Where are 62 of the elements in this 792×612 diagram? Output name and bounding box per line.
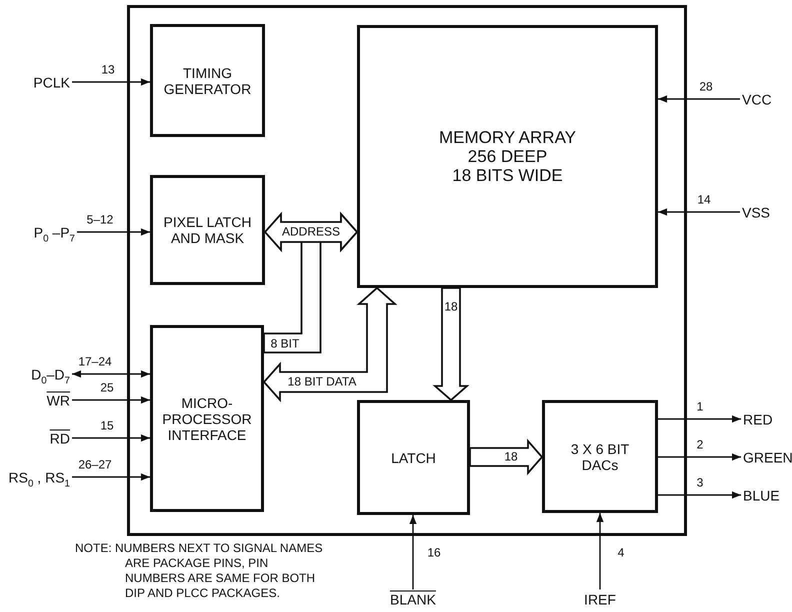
signal-arrow bbox=[658, 453, 741, 461]
pin-number: 26–27 bbox=[77, 458, 113, 472]
signal-arrow bbox=[409, 515, 417, 590]
bus-arrow bbox=[432, 287, 470, 402]
signal-name: IREF bbox=[584, 592, 616, 608]
pin-number: 13 bbox=[100, 64, 116, 76]
chip-outline bbox=[127, 5, 687, 536]
pin-number: 5–12 bbox=[86, 214, 114, 226]
signal-name: P$_{0}$ –P$_{7}$ bbox=[34, 224, 75, 242]
signal-arrow bbox=[72, 473, 150, 481]
pin-number: 1 bbox=[696, 400, 704, 414]
block-label: 18 BITS WIDE bbox=[452, 166, 563, 185]
signal-arrow bbox=[658, 208, 740, 216]
pin-number: 17–24 bbox=[77, 356, 113, 368]
pin-number: 14 bbox=[696, 194, 712, 206]
bus-arrow bbox=[469, 438, 544, 476]
block-label: TIMING GENERATOR bbox=[162, 64, 252, 96]
pin-number: 2 bbox=[696, 438, 704, 452]
pin-number: 16 bbox=[426, 546, 442, 560]
note-text: NOTE: NUMBERS NEXT TO SIGNAL NAMES ARE PACKAGE PINS, PIN NUMBERS ARE SAME FOR BOTH DIP AND PLCC PACKAGES. bbox=[75, 541, 324, 601]
bus-label: 18 bbox=[504, 450, 518, 464]
signal-arrow bbox=[72, 434, 150, 442]
signal-arrow bbox=[72, 370, 150, 378]
pin-number: 28 bbox=[698, 80, 714, 94]
signal-name: GREEN bbox=[743, 450, 792, 466]
signal-arrow bbox=[77, 228, 150, 236]
signal-name: PCLK bbox=[33, 74, 70, 92]
function-block bbox=[150, 24, 265, 137]
block-label: LATCH bbox=[391, 450, 436, 466]
signal-name: WR bbox=[46, 392, 70, 410]
function-block bbox=[542, 400, 658, 513]
signal-arrow bbox=[72, 396, 150, 404]
bus-label: ADDRESS bbox=[282, 226, 340, 238]
signal-name: VCC bbox=[742, 92, 772, 108]
bus-label: 18 bbox=[444, 300, 458, 314]
block-label: MICRO- PROCESSOR INTERFACE bbox=[161, 394, 253, 442]
bus-label: 18 BIT DATA bbox=[288, 376, 356, 388]
function-block bbox=[150, 175, 265, 285]
signal-arrow bbox=[596, 513, 604, 590]
signal-name: RED bbox=[743, 412, 773, 428]
signal-name: BLUE bbox=[743, 488, 780, 504]
pin-number: 4 bbox=[616, 546, 626, 560]
signal-name: BLANK bbox=[390, 592, 436, 608]
pin-number: 3 bbox=[696, 476, 704, 490]
signal-arrow bbox=[72, 78, 150, 86]
signal-name: D$_{0}$–D$_{7}$ bbox=[31, 366, 70, 384]
function-block bbox=[357, 400, 470, 515]
bus-label: 8 BIT bbox=[270, 338, 300, 350]
pin-number: 15 bbox=[99, 420, 115, 432]
signal-name: VSS bbox=[742, 204, 770, 222]
function-block bbox=[357, 25, 658, 288]
signal-arrow bbox=[658, 95, 740, 103]
signal-arrow bbox=[658, 491, 741, 499]
pin-number: 25 bbox=[99, 382, 115, 394]
signal-name: RD bbox=[50, 430, 70, 448]
signal-arrow bbox=[658, 415, 741, 423]
signal-name: RS$_{0}$ , RS$_{1}$ bbox=[8, 470, 70, 486]
block-label: MEMORY ARRAY bbox=[439, 128, 576, 147]
function-block bbox=[150, 325, 264, 512]
block-label: 256 DEEP bbox=[468, 147, 548, 166]
block-label: PIXEL LATCH AND MASK bbox=[162, 214, 252, 246]
block-label: 3 X 6 BIT DACs bbox=[570, 440, 630, 472]
